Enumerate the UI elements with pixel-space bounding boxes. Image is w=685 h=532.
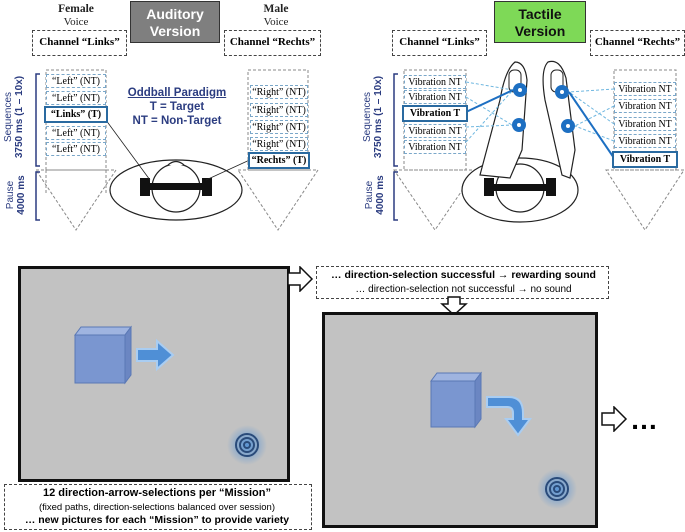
auditory-right-item-1: “Right” (NT) (250, 85, 308, 99)
tactile-version-line2: Version (514, 23, 566, 39)
mission-line1: 12 direction-arrow-selections per “Missi… (42, 487, 271, 499)
auditory-left-item-4: “Left” (NT) (46, 126, 106, 140)
channel-links-auditory: Channel “Links” (32, 30, 127, 56)
sequences-value: 3750 ms (1 – 10x) (14, 75, 25, 159)
feedback-box: … direction-selection successful → rewar… (316, 266, 609, 299)
male-title: Male (263, 3, 289, 15)
mission-line2: (fixed paths, direction-selections balan… (38, 502, 276, 513)
cube-icon (74, 325, 132, 385)
channel-rechts-auditory-label: Channel “Rechts” (229, 36, 316, 48)
auditory-right-item-2: “Right” (NT) (250, 103, 308, 117)
game-screen-2-graphics (430, 371, 577, 509)
channel-rechts-tactile: Channel “Rechts” (590, 30, 685, 56)
arrow-turn-down-icon (486, 396, 532, 437)
male-sub: Voice (263, 16, 289, 28)
target-swirl-icon-2 (537, 469, 577, 509)
auditory-right-item-4: “Right” (NT) (250, 137, 308, 151)
right-stream-auditory (237, 69, 319, 231)
auditory-version-box: Auditory Version (130, 1, 220, 43)
arrow-right-icon (136, 338, 175, 372)
sequences-title: Sequences (3, 91, 14, 143)
tactile-left-item-4: Vibration NT (404, 124, 466, 138)
timeline-bracket (35, 73, 398, 221)
auditory-right-item-target: “Rechts” (T) (248, 152, 310, 169)
auditory-left-item-1: “Left” (NT) (46, 74, 106, 88)
game-screen-2 (322, 312, 598, 528)
right-stream-tactile (605, 69, 685, 231)
channel-links-auditory-label: Channel “Links” (39, 36, 120, 48)
female-voice-label: Female Voice (46, 3, 106, 29)
tactile-version-box: Tactile Version (494, 1, 586, 43)
channel-links-tactile: Channel “Links” (392, 30, 487, 56)
oddball-target: T = Target (149, 101, 205, 113)
game-screen-1-graphics (74, 325, 267, 465)
arrow-down-icon (440, 296, 468, 316)
cube-icon-2 (430, 371, 482, 429)
arrow-to-feedback-icon (287, 266, 314, 292)
channel-rechts-auditory: Channel “Rechts” (224, 30, 321, 56)
auditory-version-line2: Version (149, 23, 201, 39)
game-screen-1 (18, 266, 290, 482)
female-title: Female (58, 3, 94, 15)
auditory-left-item-target: “Links” (T) (44, 106, 108, 123)
tactile-right-item-2: Vibration NT (614, 99, 676, 113)
sequences-label-tactile: Sequences 3750 ms (1 – 10x) (362, 72, 384, 162)
male-voice-label: Male Voice (246, 3, 306, 29)
oddball-title: Oddball Paradigm (127, 87, 227, 99)
tactile-right-item-target: Vibration T (612, 151, 678, 168)
tactile-right-item-3: Vibration NT (614, 117, 676, 131)
channel-links-tactile-label: Channel “Links” (399, 36, 480, 48)
continuation-ellipsis: … (630, 404, 658, 435)
tactile-version-line1: Tactile (518, 6, 562, 22)
vibration-motors (512, 83, 575, 133)
female-sub: Voice (63, 16, 89, 28)
auditory-version-line1: Auditory (146, 6, 204, 22)
tactile-left-item-2: Vibration NT (404, 90, 466, 104)
mission-caption-box: 12 direction-arrow-selections per “Missi… (4, 484, 312, 530)
oddball-legend: Oddball Paradigm T = Target NT = Non-Tar… (118, 86, 236, 128)
pause-label-tactile: Pause 4000 ms (364, 173, 386, 217)
auditory-head-icon (109, 159, 243, 221)
oddball-nontarget: NT = Non-Target (132, 115, 222, 127)
pause-title-tactile: Pause (364, 180, 375, 210)
arrow-continue-icon (601, 406, 628, 432)
tactile-left-item-5: Vibration NT (404, 140, 466, 154)
feedback-fail: … direction-selection not successful → n… (355, 284, 572, 295)
tactile-left-item-target: Vibration T (402, 105, 468, 122)
auditory-left-item-5: “Left” (NT) (46, 142, 106, 156)
channel-rechts-tactile-label: Channel “Rechts” (594, 36, 681, 48)
tactile-left-item-1: Vibration NT (404, 75, 466, 89)
sequences-label-auditory: Sequences 3750 ms (1 – 10x) (3, 72, 25, 162)
auditory-right-item-3: “Right” (NT) (250, 120, 308, 134)
sequences-value-tactile: 3750 ms (1 – 10x) (373, 75, 384, 159)
vibration-lines (465, 81, 615, 143)
tactile-right-item-1: Vibration NT (614, 82, 676, 96)
pause-title: Pause (5, 180, 16, 210)
target-swirl-icon (227, 425, 267, 465)
sequences-title-tactile: Sequences (362, 91, 373, 143)
diagram-graphics (35, 60, 685, 231)
pause-value: 4000 ms (16, 175, 27, 215)
auditory-left-item-2: “Left” (NT) (46, 91, 106, 105)
feedback-success: … direction-selection successful → rewar… (331, 269, 596, 281)
pause-label-auditory: Pause 4000 ms (5, 173, 27, 217)
pause-value-tactile: 4000 ms (375, 175, 386, 215)
tactile-right-item-4: Vibration NT (614, 134, 676, 148)
mission-line3: … new pictures for each “Mission” to pro… (24, 514, 290, 526)
